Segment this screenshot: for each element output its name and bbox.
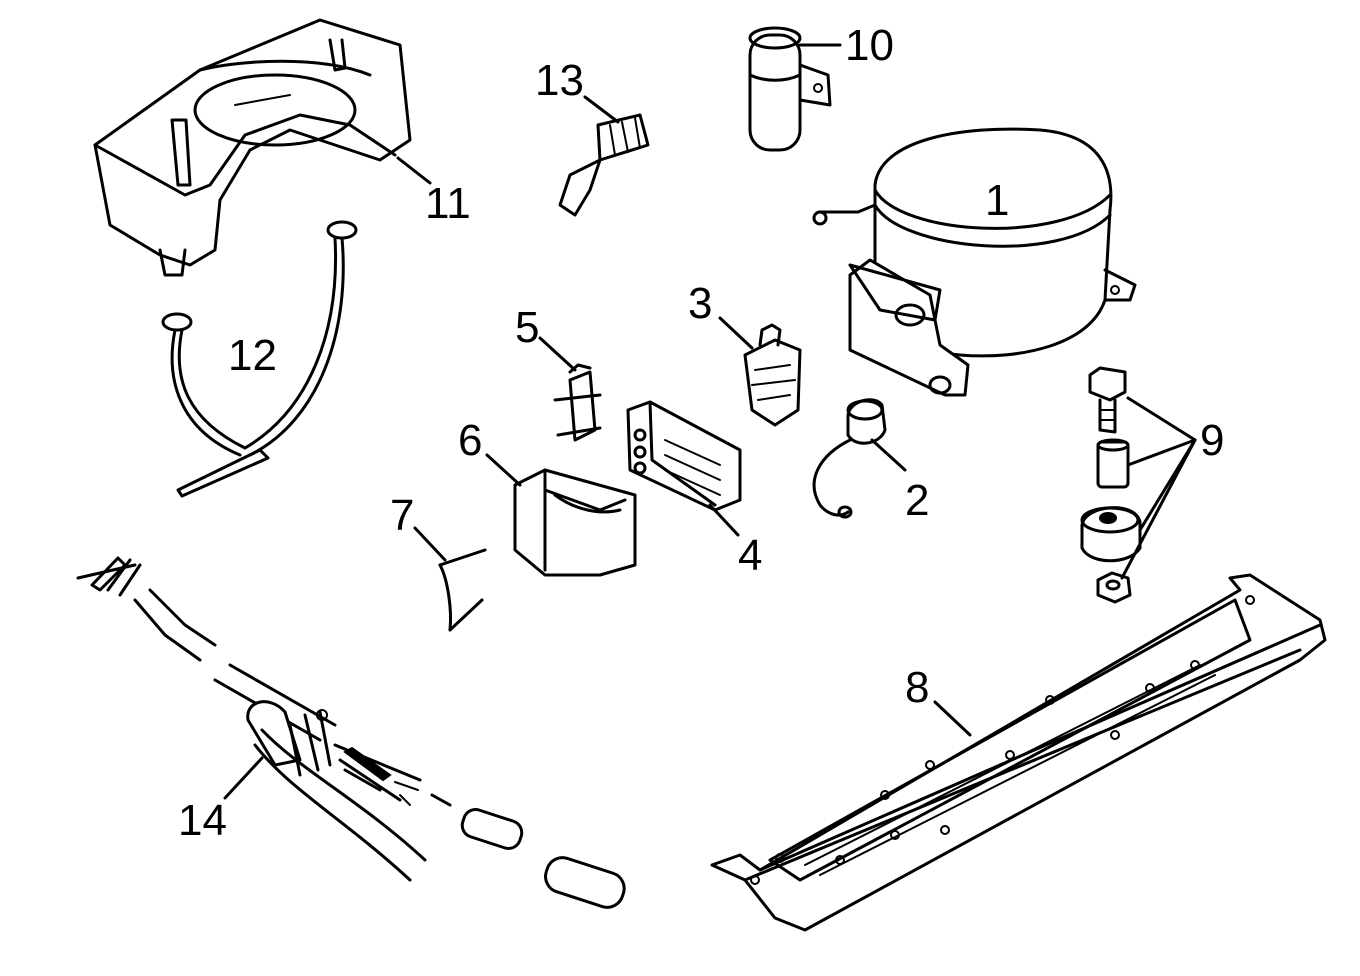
part-9-sleeve (1096, 438, 1130, 489)
part-7-spring-clip (438, 548, 487, 632)
part-4-start-relay (626, 400, 742, 512)
callout-11: 11 (425, 179, 471, 228)
callout-14: 14 (178, 796, 227, 845)
part-5-relay-clip (553, 363, 602, 442)
callout-13: 13 (535, 56, 584, 105)
callout-2: 2 (905, 476, 929, 525)
part-14-power-cord (76, 556, 626, 909)
callout-3: 3 (688, 279, 712, 328)
callout-1: 1 (985, 176, 1009, 225)
part-10-capacitor (748, 26, 832, 152)
callout-6: 6 (458, 416, 482, 465)
part-3-overload-protector (743, 323, 802, 427)
callout-12: 12 (228, 331, 277, 380)
callout-4: 4 (738, 531, 762, 580)
leader-9-d (1120, 438, 1197, 580)
leader-6 (485, 453, 522, 487)
part-13-clip (558, 113, 650, 217)
part-9-nut (1096, 571, 1132, 604)
leader-9-b (1126, 438, 1197, 467)
part-12-drain-hose (161, 220, 358, 498)
callout-10: 10 (845, 21, 894, 70)
part-6-relay-cover (513, 468, 637, 577)
callout-9: 9 (1200, 416, 1224, 465)
leader-8 (933, 700, 972, 737)
part-1-compressor (812, 127, 1137, 397)
leader-9-a (1126, 396, 1197, 442)
part-8-base-rail (710, 573, 1327, 932)
part-11-drain-pan (93, 18, 412, 277)
callout-labels: 1 2 3 4 5 6 7 8 9 10 11 12 13 14 (178, 21, 1224, 845)
callout-8: 8 (905, 663, 929, 712)
leader-5 (538, 336, 577, 372)
leader-13 (583, 95, 620, 124)
part-2-thermal-cap (812, 398, 887, 519)
leader-14 (223, 756, 264, 800)
callout-5: 5 (515, 303, 539, 352)
leader-11 (396, 156, 432, 185)
leader-7 (413, 526, 447, 562)
callout-7: 7 (390, 491, 414, 540)
leader-2 (870, 438, 907, 472)
leader-lines (223, 43, 1197, 800)
part-9-bolt (1088, 366, 1127, 434)
leader-4 (708, 503, 740, 537)
leader-3 (718, 316, 754, 350)
part-9-grommet (1080, 506, 1142, 563)
